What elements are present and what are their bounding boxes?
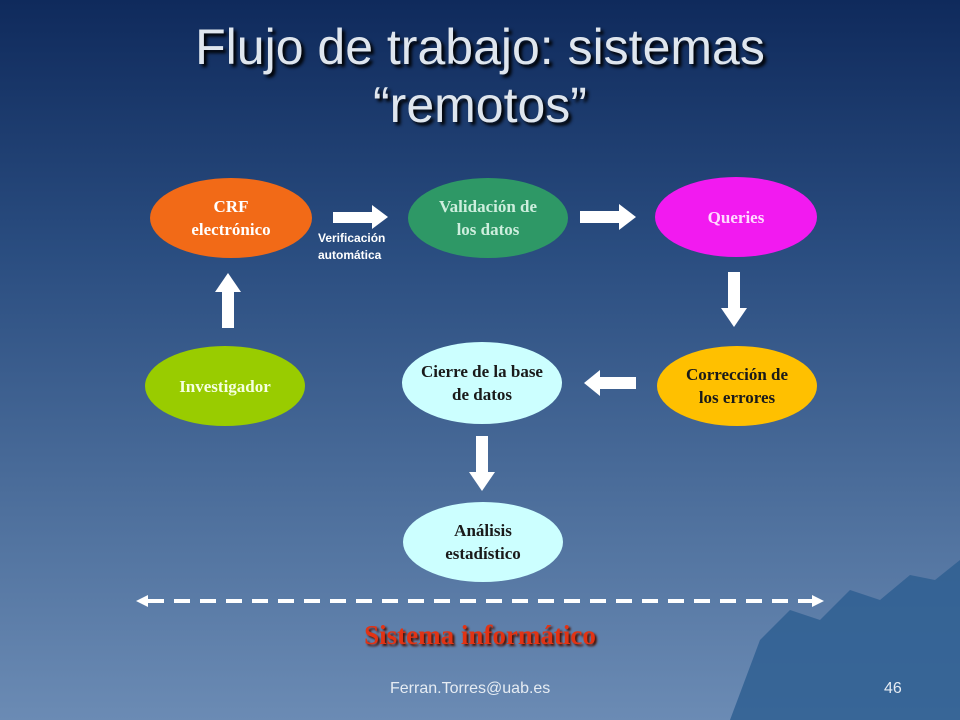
arrow-crf-to-validation [333,205,388,229]
system-label: Sistema informático [364,620,596,650]
auto-check-label: Verificación automática [318,231,386,262]
footer-email: Ferran.Torres@uab.es [390,680,551,697]
title-line-2: “remotos” [373,77,587,133]
mountain-decoration [730,560,960,720]
arrow-closure-to-analysis [469,436,495,491]
arrow-correction-to-closure [584,370,636,396]
node-queries: Queries [655,177,817,257]
title-line-1: Flujo de trabajo: sistemas [195,19,765,75]
slide-title: Flujo de trabajo: sistemas “remotos” [0,18,960,134]
page-number: 46 [884,680,902,697]
arrow-queries-to-correction [721,272,747,327]
arrow-investigator-to-crf [215,273,241,328]
system-dashed-line [136,595,824,607]
node-investigator: Investigador [145,346,305,426]
arrow-validation-to-queries [580,204,636,230]
